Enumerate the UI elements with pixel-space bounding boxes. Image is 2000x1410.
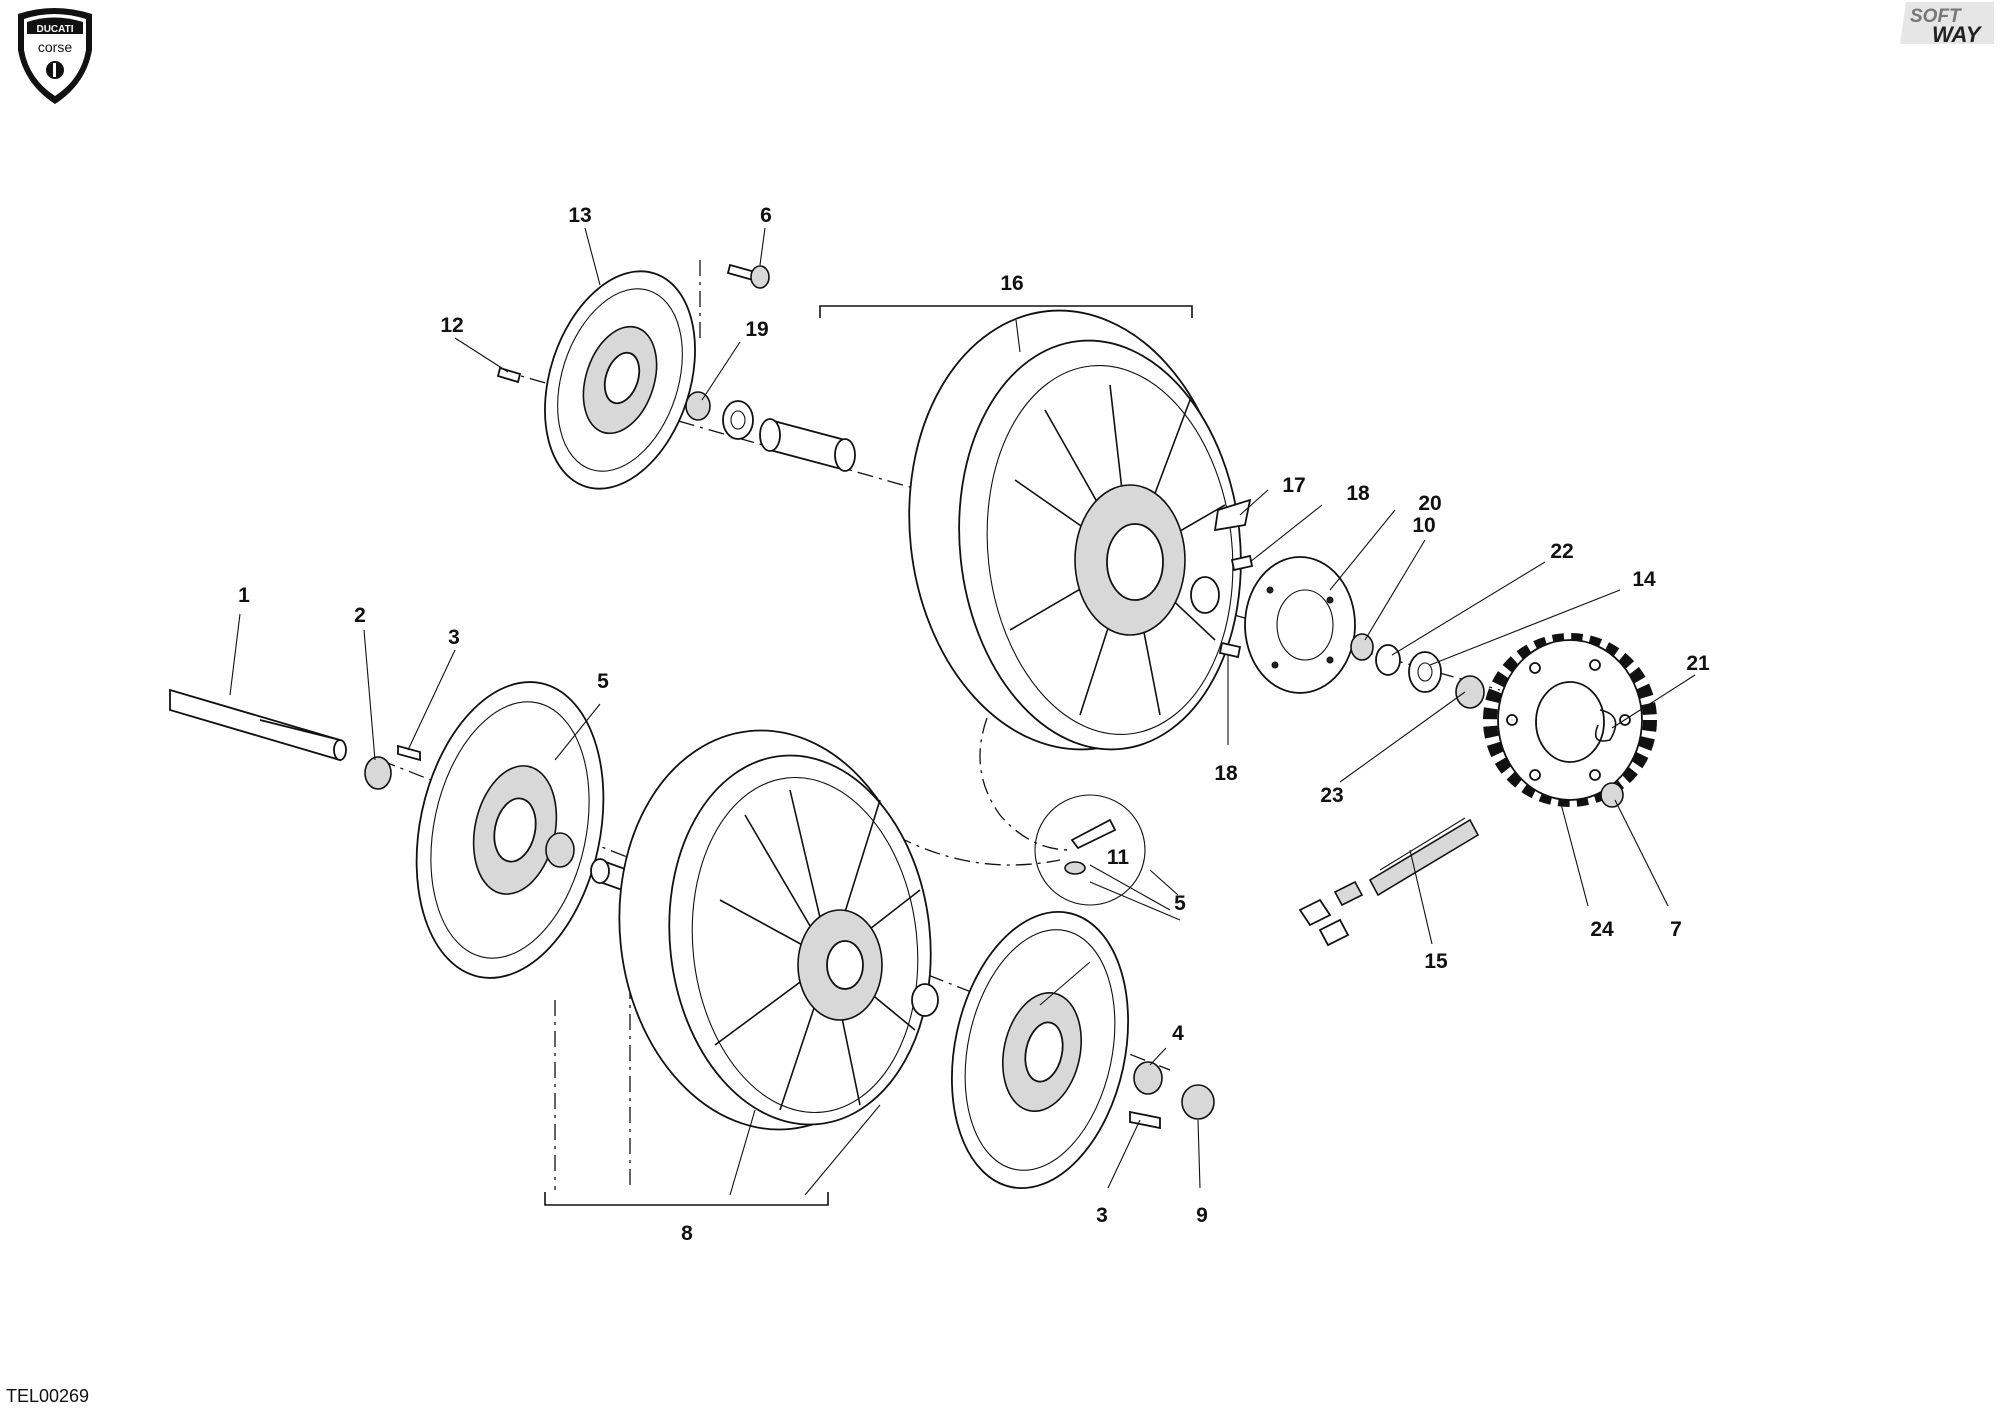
callout-21: 21 [1686,652,1710,675]
leader-lines [229,227,1696,1196]
logo-text-bottom: corse [38,39,72,55]
callout-17: 17 [1282,474,1305,497]
drawing-code: TEL00269 [6,1386,90,1406]
front-right-brake-disc [951,911,1129,1189]
ducati-corse-logo: DUCATI corse [18,8,92,104]
callout-12: 12 [440,314,463,337]
small-bolts [496,263,770,384]
callout-5: 5 [597,670,609,693]
rear-wheel [908,309,1242,751]
callout-18: 18 [1346,482,1370,505]
callout-13: 13 [568,204,591,227]
front-wheel [618,729,939,1131]
callout-4: 4 [1172,1022,1184,1045]
callouts: 1 2 3 3 4 5 5 6 7 8 9 10 11 12 13 14 15 … [238,204,1710,1245]
callout-2: 2 [354,604,366,627]
callout-16: 16 [1000,272,1023,295]
logo-text-top: DUCATI [36,24,73,35]
front-axle [169,688,421,790]
brackets [544,305,1193,1206]
callout-3: 3 [1096,1204,1108,1227]
callout-19: 19 [745,318,768,341]
callout-1: 1 [238,584,250,607]
sprocket-carrier [1213,498,1356,694]
callout-9: 9 [1196,1204,1208,1227]
callout-7: 7 [1670,918,1682,941]
watermark-bottom: WAY [1932,22,1983,47]
callout-11: 11 [1107,846,1130,869]
tire-valve [1034,794,1146,906]
front-right-hardware [1129,1061,1215,1130]
callout-14: 14 [1632,568,1656,591]
callout-15: 15 [1424,950,1448,973]
watermark-top: SOFT [1910,6,1962,27]
callout-23: 23 [1320,784,1343,807]
softway-watermark: SOFT WAY [1900,2,1994,47]
callout-6: 6 [760,204,772,227]
rear-brake-disc [544,270,696,490]
callout-24: 24 [1590,918,1614,941]
callout-22: 22 [1550,540,1573,563]
front-left-brake-disc [415,681,605,979]
callout-3: 3 [448,626,460,649]
drive-chain [1298,817,1480,947]
callout-8: 8 [681,1222,693,1245]
callout-5: 5 [1174,892,1186,915]
right-spacers [1350,633,1485,709]
rear-left-spacers [685,391,856,472]
callout-20: 20 [1418,492,1441,515]
callout-18: 18 [1214,762,1238,785]
rear-sprocket [1483,633,1657,808]
callout-10: 10 [1412,514,1435,537]
